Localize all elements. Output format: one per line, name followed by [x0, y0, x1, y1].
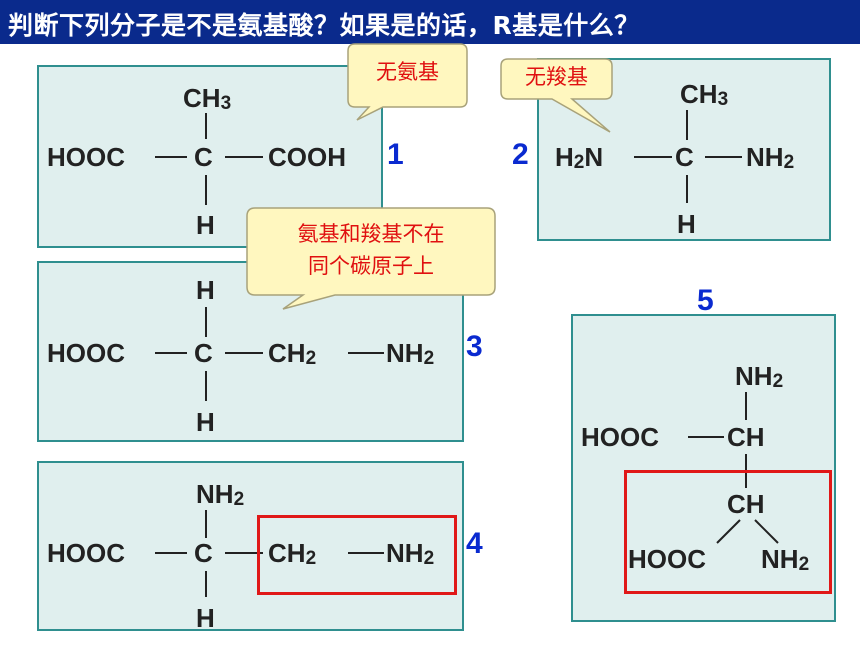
m4-r-group-highlight: [257, 515, 457, 595]
m4-bond-bottom: [205, 571, 207, 597]
m4-bond-right: [348, 552, 384, 554]
m2-bond-right: [705, 156, 742, 158]
molecule-4-box: [37, 461, 464, 631]
callout-not-same-carbon: 氨基和羧基不在 同个碳原子上: [243, 205, 503, 315]
callout-no-amino-bubble: [347, 43, 468, 121]
callout-no-amino: 无氨基: [345, 40, 475, 125]
callout-not-same-carbon-bubble: [246, 207, 496, 310]
callout-not-same-carbon-line1: 氨基和羧基不在: [297, 222, 445, 246]
m2-top-group: CH3: [680, 79, 729, 110]
m3-bottom-group: H: [196, 407, 215, 437]
m3-bond-top: [205, 307, 207, 337]
m4-central-carbon: C: [194, 538, 213, 568]
m4-ch2-group: CH2: [268, 538, 317, 569]
m3-left-group: HOOC: [47, 338, 125, 368]
m2-bond-left: [634, 156, 672, 158]
page-title: 判断下列分子是不是氨基酸？如果是的话，R基是什么？: [8, 11, 640, 40]
m4-bond-left: [155, 552, 187, 554]
m5-bottom-left-group: HOOC: [628, 544, 706, 574]
m5-bond-top: [745, 392, 747, 420]
m4-bond-top: [205, 510, 207, 538]
m3-bond-mid: [225, 352, 263, 354]
m1-central-carbon: C: [194, 142, 213, 172]
m4-nh2-group: NH2: [386, 538, 435, 569]
callout-no-amino-text: 无氨基: [376, 60, 439, 84]
callout-no-carboxyl-text: 无羧基: [525, 65, 588, 89]
molecule-5-number: 5: [697, 284, 714, 317]
callout-no-carboxyl-bubble: [500, 58, 613, 133]
callout-not-same-carbon-line2: 同个碳原子上: [308, 254, 434, 278]
m2-left-group: H2N: [555, 142, 604, 173]
m4-top-group: NH2: [196, 479, 245, 510]
m3-bond-left: [155, 352, 187, 354]
callout-no-carboxyl: 无羧基: [498, 56, 628, 138]
m2-right-group: NH2: [746, 142, 795, 173]
m5-central-carbon: CH: [727, 422, 765, 452]
m1-left-group: HOOC: [47, 142, 125, 172]
m1-bond-bottom: [205, 175, 207, 205]
m3-bond-bottom: [205, 371, 207, 401]
m2-bond-bottom: [686, 175, 688, 203]
m3-ch2-group: CH2: [268, 338, 317, 369]
m1-bond-top: [205, 113, 207, 139]
m5-top-group: NH2: [735, 361, 784, 392]
m5-lower-carbon: CH: [727, 489, 765, 519]
m3-nh2-group: NH2: [386, 338, 435, 369]
m5-left-group: HOOC: [581, 422, 659, 452]
m1-bond-left: [155, 156, 187, 158]
molecule-5-box: [571, 314, 836, 622]
m5-bond-left: [688, 436, 724, 438]
m1-top-group: CH3: [183, 83, 232, 114]
m3-top-group: H: [196, 275, 215, 305]
m1-bottom-group: H: [196, 210, 215, 240]
molecule-4-number: 4: [466, 527, 483, 560]
m4-bottom-group: H: [196, 603, 215, 633]
m5-r-group-highlight: [624, 470, 832, 594]
title-bar: 判断下列分子是不是氨基酸？如果是的话，R基是什么？: [0, 0, 860, 44]
molecule-2-box: [537, 58, 831, 241]
molecule-1-number: 1: [387, 138, 404, 171]
m3-central-carbon: C: [194, 338, 213, 368]
m2-central-carbon: C: [675, 142, 694, 172]
molecule-2-number: 2: [512, 138, 529, 171]
m3-bond-right: [348, 352, 384, 354]
m2-bottom-group: H: [677, 209, 696, 239]
m4-bond-mid: [225, 552, 263, 554]
m1-bond-right: [225, 156, 263, 158]
m2-bond-top: [686, 110, 688, 140]
molecule-3-number: 3: [466, 330, 483, 363]
m5-bottom-right-group: NH2: [761, 544, 810, 575]
m4-left-group: HOOC: [47, 538, 125, 568]
m1-right-group: COOH: [268, 142, 346, 172]
